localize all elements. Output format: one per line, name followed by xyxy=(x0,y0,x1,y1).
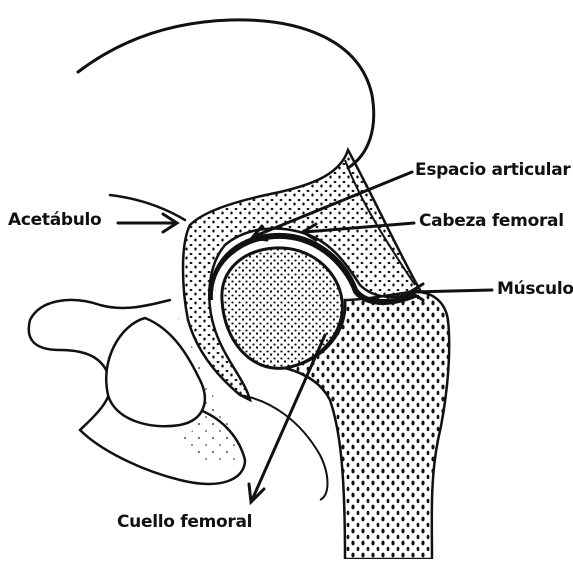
arrow-musculo xyxy=(412,290,492,292)
label-acetabulo: Acetábulo xyxy=(8,210,101,230)
iliac-wing-outline xyxy=(78,20,374,168)
label-espacio-articular: Espacio articular xyxy=(415,160,570,180)
obturator-foramen xyxy=(106,318,205,426)
label-musculo: Músculo xyxy=(497,279,573,299)
label-cabeza-femoral: Cabeza femoral xyxy=(419,211,564,231)
label-cuello-femoral: Cuello femoral xyxy=(117,512,252,532)
